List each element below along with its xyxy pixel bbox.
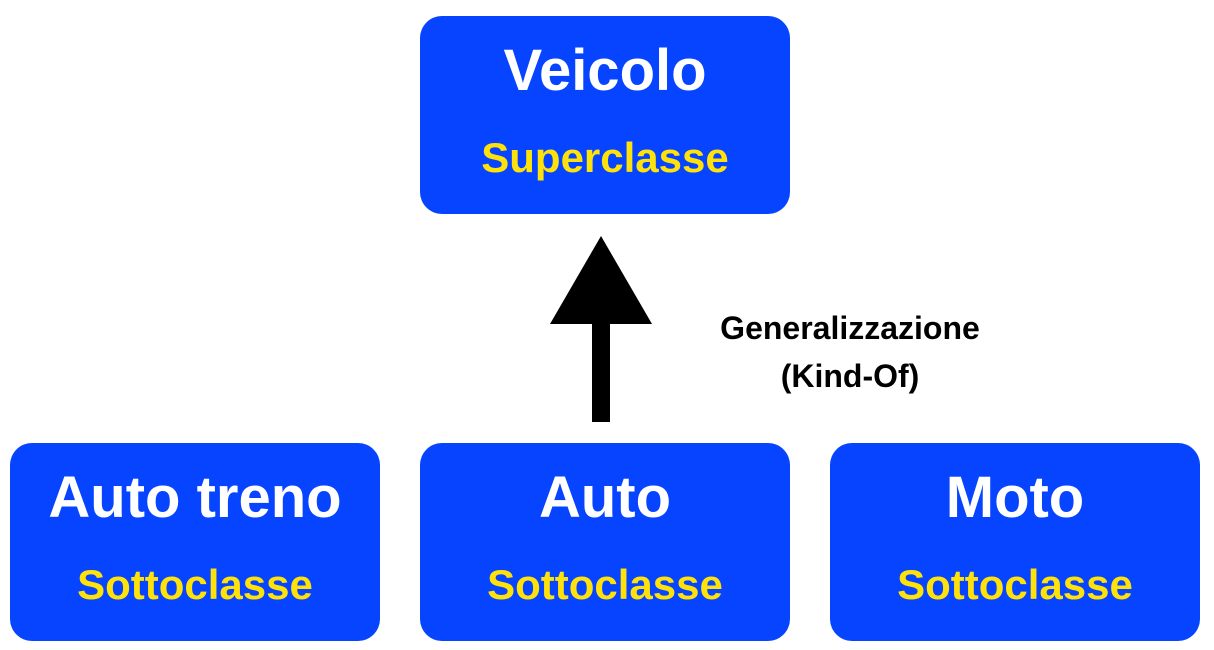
- subclass-box-auto: Auto Sottoclasse: [420, 443, 790, 641]
- arrow-shaft: [592, 322, 610, 422]
- arrow-head: [550, 236, 652, 324]
- subclass-role: Sottoclasse: [897, 561, 1133, 608]
- subclass-name: Auto treno: [48, 465, 342, 530]
- subclass-role: Sottoclasse: [487, 561, 723, 608]
- subclass-box-moto: Moto Sottoclasse: [830, 443, 1200, 641]
- subclass-name: Auto: [538, 465, 672, 530]
- generalization-arrow: [550, 236, 652, 422]
- subclass-box-auto-treno: Auto treno Sottoclasse: [10, 443, 380, 641]
- relation-type-label: (Kind-Of): [780, 358, 920, 394]
- subclass-name: Moto: [945, 465, 1085, 530]
- superclass-role: Superclasse: [481, 134, 729, 181]
- superclass-name: Veicolo: [503, 38, 707, 103]
- subclass-role: Sottoclasse: [77, 561, 313, 608]
- relation-name-label: Generalizzazione: [720, 310, 980, 346]
- superclass-box-veicolo: Veicolo Superclasse: [420, 16, 790, 214]
